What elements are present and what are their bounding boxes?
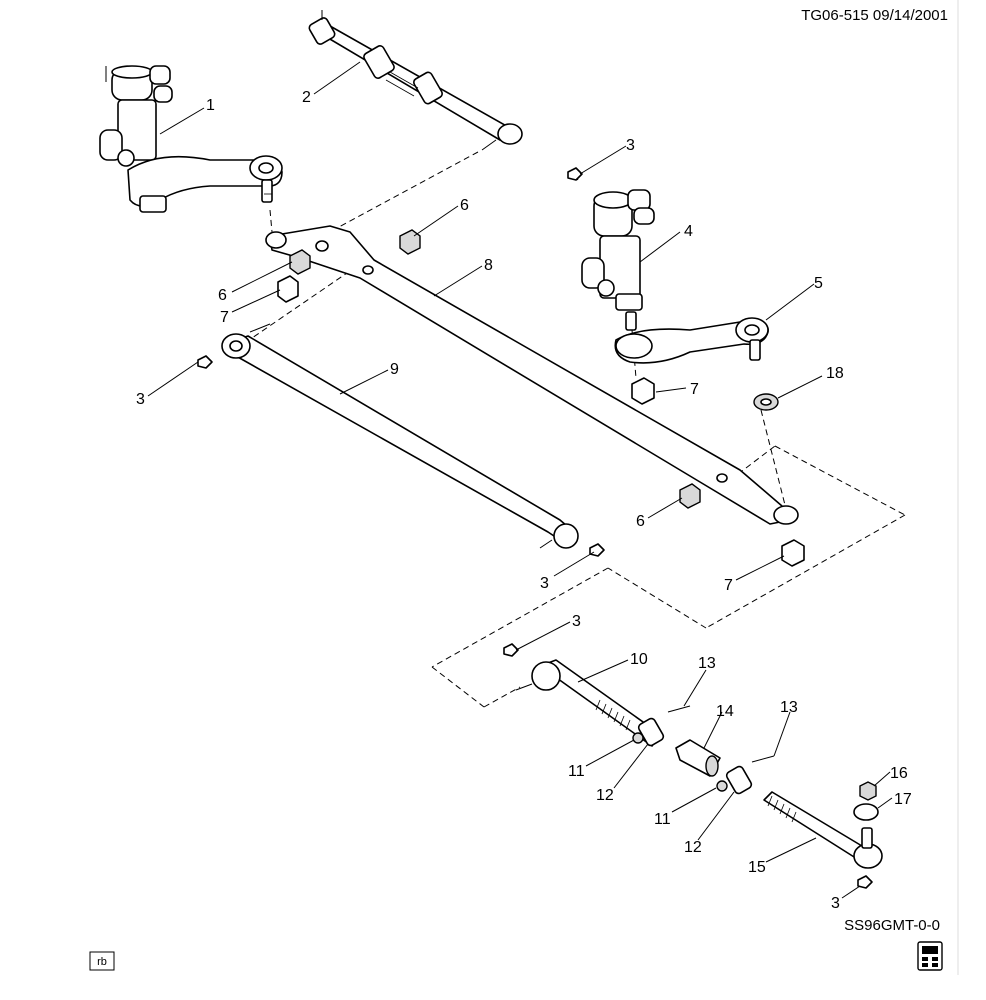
callout-15: 15 (748, 859, 766, 876)
callout-13b: 13 (780, 699, 798, 716)
callout-11b: 11 (654, 811, 671, 828)
grease-fittings (197, 167, 873, 889)
callout-12b: 12 (684, 839, 702, 856)
callout-7b: 7 (690, 381, 699, 398)
part-9-tie-rod (221, 323, 579, 549)
callout-7a: 7 (220, 309, 229, 326)
callout-6b: 6 (218, 287, 227, 304)
callout-7c: 7 (724, 577, 733, 594)
callout-16: 16 (890, 765, 908, 782)
callout-10: 10 (630, 651, 648, 668)
guide-lines (251, 151, 906, 708)
figure-id: SS96GMT-0-0 (844, 917, 940, 934)
callout-3e: 3 (831, 895, 840, 912)
callout-3c: 3 (540, 575, 549, 592)
corner-badge: rb (89, 951, 115, 971)
callout-1: 1 (206, 97, 215, 114)
callout-labels: 1 2 3 3 3 3 3 3 4 5 6 6 6 7 7 7 7 8 9 10… (136, 89, 912, 912)
leader-lines (147, 61, 893, 899)
callout-9: 9 (390, 361, 399, 378)
callout-5: 5 (814, 275, 823, 292)
callout-18: 18 (826, 365, 844, 382)
corner-badge-label: rb (97, 956, 107, 968)
part-1-idler-arm (99, 65, 283, 213)
part-8-center-link (265, 225, 799, 525)
callout-4: 4 (684, 223, 693, 240)
callout-13a: 13 (698, 655, 716, 672)
clamps-and-bolts (632, 705, 775, 795)
callout-14: 14 (716, 703, 734, 720)
callout-3b: 3 (136, 391, 145, 408)
part-14-adjuster-sleeve (675, 739, 721, 777)
callout-8: 8 (484, 257, 493, 274)
callout-6c: 6 (636, 513, 645, 530)
callout-3d: 3 (572, 613, 581, 630)
part-5-pitman-arm (614, 311, 769, 364)
callout-6a: 6 (460, 197, 469, 214)
part-2-connecting-rod (308, 10, 523, 151)
part-4-idler-bracket (571, 171, 655, 311)
part-15-outer-tie-rod (763, 781, 883, 869)
hardware-nuts (277, 229, 805, 567)
callout-17: 17 (894, 791, 912, 808)
callout-3a: 3 (626, 137, 635, 154)
callout-11a: 11 (568, 763, 585, 780)
callout-12a: 12 (596, 787, 614, 804)
doc-id: TG06-515 09/14/2001 (801, 7, 948, 24)
callout-2: 2 (302, 89, 311, 106)
printer-icon[interactable] (917, 941, 943, 971)
